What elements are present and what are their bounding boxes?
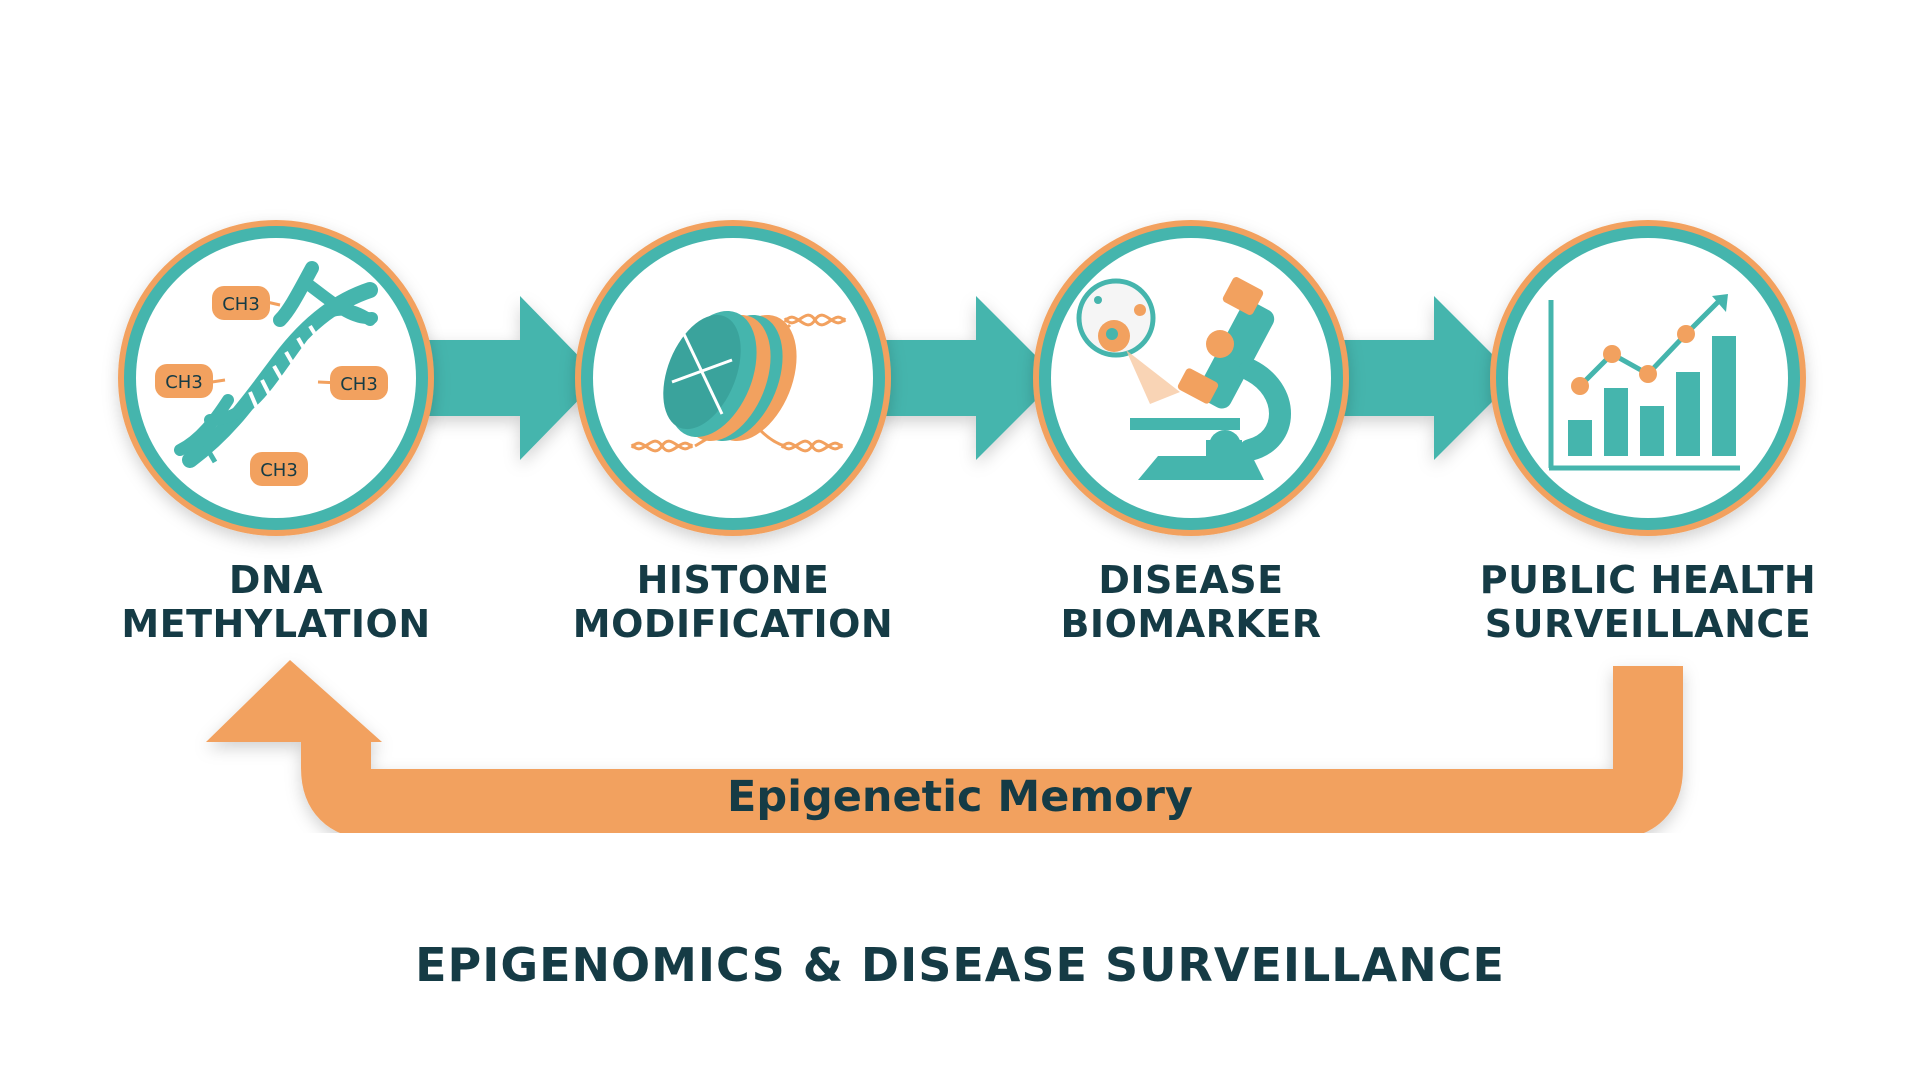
dna-methylation-icon (155, 261, 388, 486)
step-label-line2: METHYLATION (121, 602, 431, 646)
ch3-tag-label: CH3 (340, 374, 378, 395)
step-label-line2: MODIFICATION (572, 602, 894, 646)
step-label-biomarker: DISEASE BIOMARKER (991, 558, 1391, 646)
loop-label: Epigenetic Memory (727, 772, 1193, 822)
arrow-dna-to-histone (420, 296, 600, 460)
microscope-icon (1076, 277, 1291, 480)
step-label-dna: DNA METHYLATION (76, 558, 476, 646)
arrow-biomarker-to-surveillance (1336, 296, 1516, 460)
page-title: EPIGENOMICS & DISEASE SURVEILLANCE (415, 938, 1505, 992)
step-label-line1: PUBLIC HEALTH (1479, 558, 1817, 602)
step-label-line1: DNA (228, 558, 324, 602)
feedback-loop-arrow (206, 660, 1683, 839)
step-label-surveillance: PUBLIC HEALTH SURVEILLANCE (1448, 558, 1848, 646)
ch3-tag-labels: CH3 CH3 CH3 CH3 (165, 294, 378, 481)
ch3-tag-label: CH3 (222, 294, 260, 315)
histone-icon (630, 310, 847, 453)
ch3-tag-label: CH3 (165, 372, 203, 393)
step-label-line1: DISEASE (1098, 558, 1284, 602)
step-label-line2: SURVEILLANCE (1484, 602, 1812, 646)
arrow-histone-to-biomarker (878, 296, 1058, 460)
ch3-tag-label: CH3 (260, 460, 298, 481)
step-label-histone: HISTONE MODIFICATION (533, 558, 933, 646)
connector-arrows (420, 296, 1516, 460)
bar-chart-trend-icon (1548, 294, 1740, 471)
step-label-line1: HISTONE (636, 558, 830, 602)
step-label-line2: BIOMARKER (1060, 602, 1322, 646)
